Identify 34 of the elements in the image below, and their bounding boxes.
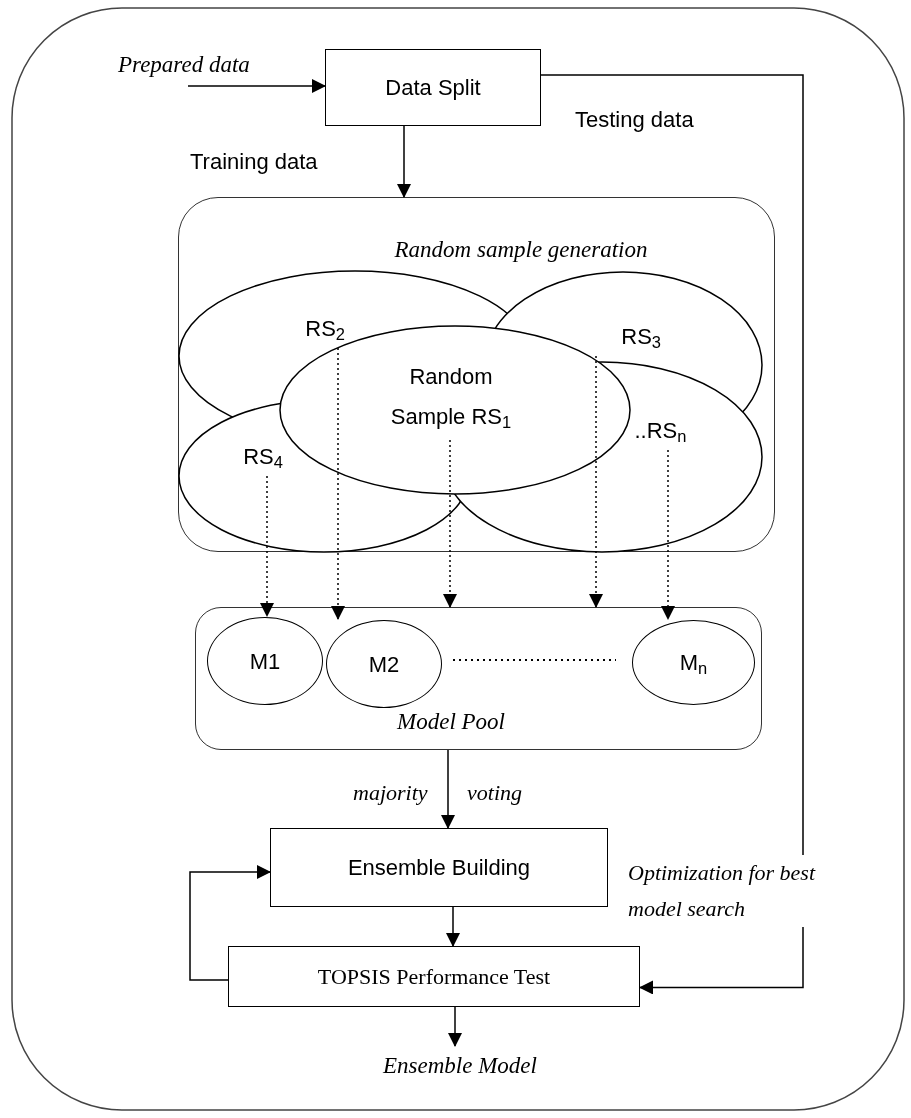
- arrow: [446, 906, 460, 947]
- node-label: M2: [368, 650, 400, 679]
- arrow: [448, 1006, 462, 1047]
- group-title: Model Pool: [396, 708, 506, 736]
- node-label: TOPSIS Performance Test: [317, 963, 551, 991]
- edge-label: Training data: [190, 148, 319, 176]
- process-box: [228, 946, 640, 1007]
- sample-label: ..RS$_{n}$: [623, 411, 698, 451]
- process-box: [270, 828, 608, 907]
- dotted-arrow: [443, 439, 457, 608]
- node-label: Data Split: [385, 74, 481, 102]
- arrow: [187, 79, 326, 93]
- node-label: Ensemble Building: [347, 854, 531, 882]
- arrow: [397, 125, 411, 198]
- node-label: M1: [249, 647, 281, 676]
- dotted-arrow: [661, 449, 675, 620]
- note-label: Testing data: [575, 106, 694, 134]
- process-box: [325, 49, 541, 126]
- arrow: [540, 74, 804, 995]
- dotted-arrow: [260, 475, 274, 617]
- dotted-arrow: [331, 347, 345, 620]
- arrow: [441, 749, 455, 829]
- sample-label: RS$_{4}$: [233, 437, 293, 477]
- sample-label: Random Sample RS$_{1}$: [376, 357, 526, 441]
- sample-label: RS$_{2}$: [293, 309, 345, 349]
- sample-label: RS$_{3}$: [591, 317, 661, 357]
- edge-label: Prepared data: [118, 51, 251, 79]
- output-label: Ensemble Model: [330, 1046, 590, 1086]
- dotted-arrow: [589, 355, 603, 608]
- node-label: M$_{n}$: [679, 649, 708, 679]
- group-panel: [195, 607, 762, 750]
- group-title: Random sample generation: [393, 236, 649, 264]
- arrow: [189, 865, 271, 981]
- edge-label: majority voting: [353, 779, 524, 807]
